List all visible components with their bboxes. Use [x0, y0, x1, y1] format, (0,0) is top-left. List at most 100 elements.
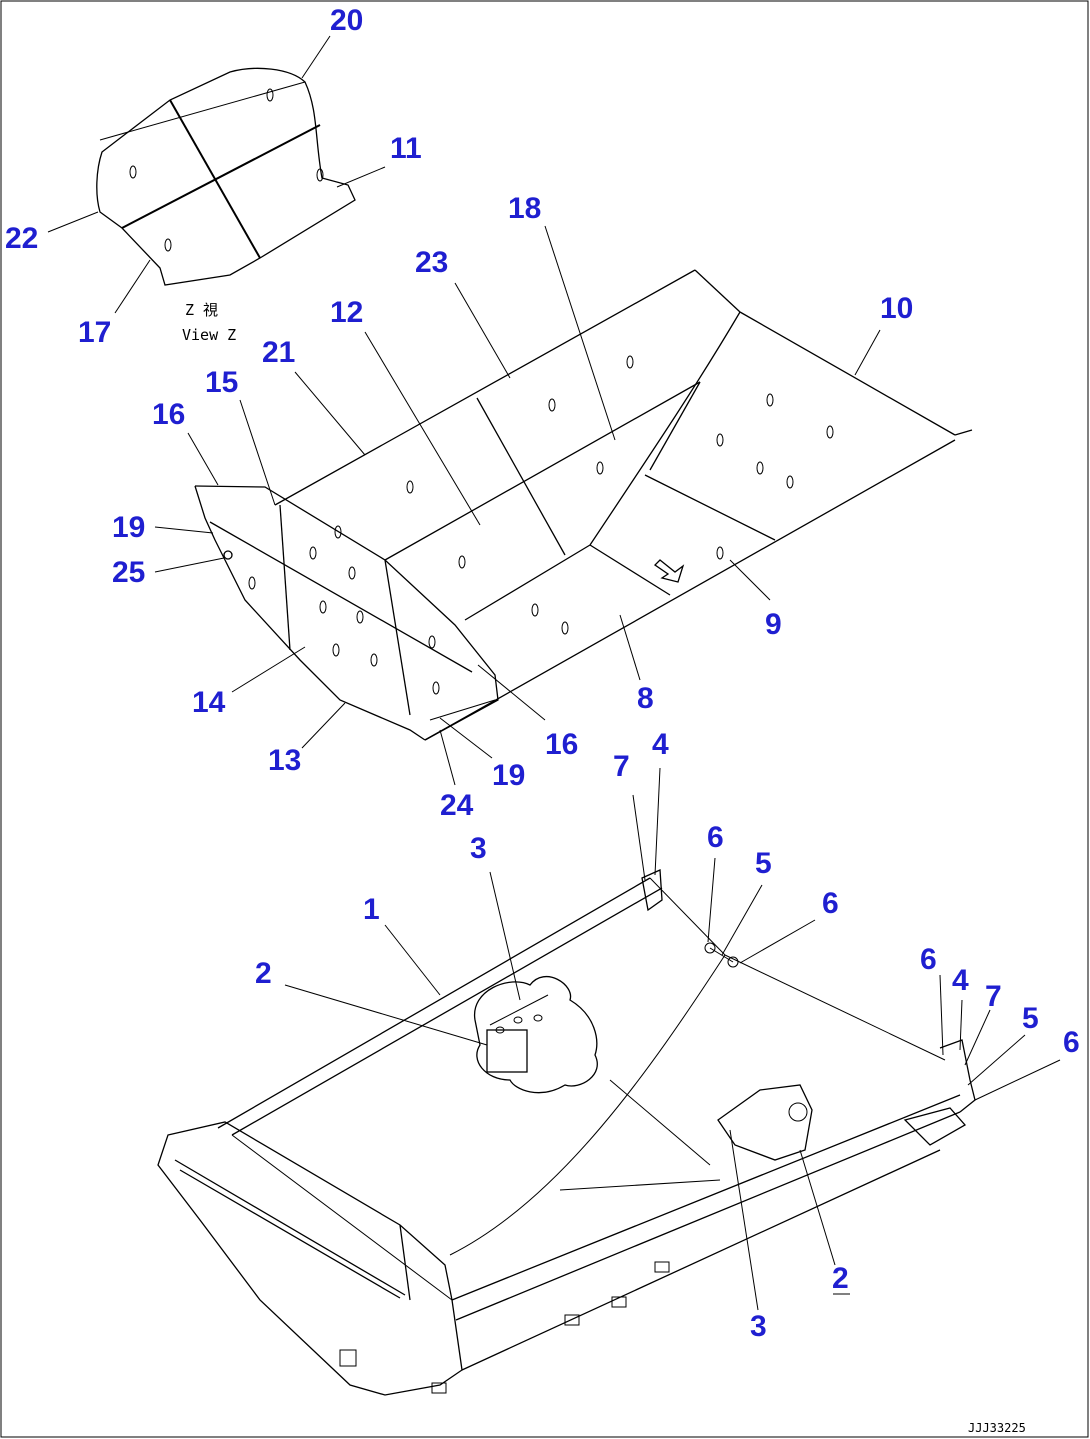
- bolt-hole: [316, 168, 324, 182]
- leader-19b: [439, 717, 493, 759]
- leader-8: [619, 614, 641, 681]
- callout-10: 10: [880, 292, 913, 325]
- leader-19a: [154, 526, 214, 534]
- leader-20: [301, 35, 331, 79]
- callout-19b: 19: [492, 759, 525, 792]
- bolt-hole: [164, 238, 172, 252]
- callout-20: 20: [330, 4, 363, 37]
- leader-16a: [187, 432, 219, 486]
- inner-side-top: [384, 381, 701, 561]
- callout-5b: 5: [1022, 1002, 1039, 1035]
- callout-18: 18: [508, 192, 541, 225]
- floor-curve: [449, 954, 726, 1256]
- floor-panel-line: [644, 474, 776, 541]
- callout-3a: 3: [470, 832, 487, 865]
- bolt-hole: [531, 603, 539, 617]
- front-wall-div-1: [279, 504, 291, 651]
- view-z-edge: [99, 81, 306, 141]
- mount-plate: [489, 994, 549, 1026]
- leader-lines: [47, 35, 1061, 1311]
- lower-body-frame: [157, 869, 976, 1396]
- bolt-hole: [716, 433, 724, 447]
- callout-16a: 16: [152, 398, 185, 431]
- leader-16b: [477, 664, 546, 721]
- pad: [431, 1382, 447, 1394]
- floor-seam: [559, 1179, 721, 1191]
- leader-5a: [721, 884, 763, 956]
- leader-21: [294, 371, 366, 456]
- right-tip: [954, 429, 973, 436]
- callout-24: 24: [440, 789, 474, 822]
- view-z-arrow-icon: [653, 559, 685, 583]
- right-panel-curve: [589, 311, 741, 546]
- leader-1: [384, 924, 441, 996]
- callout-23: 23: [415, 246, 448, 279]
- leader-22: [47, 211, 99, 233]
- bolt-part-25: [223, 550, 233, 560]
- callout-4a: 4: [652, 728, 669, 761]
- bolt-hole: [432, 681, 440, 695]
- front-box-mid: [174, 1159, 406, 1296]
- bolt-hole: [348, 566, 356, 580]
- callout-6d: 6: [1063, 1026, 1080, 1059]
- callout-12: 12: [330, 296, 363, 329]
- bolt-hole: [561, 621, 569, 635]
- bolt-hole: [766, 393, 774, 407]
- callout-14: 14: [192, 686, 226, 719]
- top-edge-corner: [694, 269, 741, 313]
- callout-2b: 2: [832, 1262, 849, 1295]
- floor-panel-line-2: [589, 544, 671, 596]
- callout-17: 17: [78, 316, 111, 349]
- pad: [654, 1261, 670, 1273]
- leader-2a: [284, 984, 488, 1046]
- bolt-hole: [548, 398, 556, 412]
- leader-5b: [967, 1034, 1026, 1086]
- callout-6b: 6: [822, 887, 839, 920]
- callout-1: 1: [363, 893, 380, 926]
- floor-seam-2: [609, 1079, 711, 1166]
- left-post: [641, 869, 663, 912]
- bolt-hole: [248, 576, 256, 590]
- leader-14: [231, 646, 306, 693]
- floor-back-line: [724, 954, 946, 1061]
- floor-front-line: [231, 1134, 453, 1301]
- bolt-hole: [428, 635, 436, 649]
- callout-5a: 5: [755, 847, 772, 880]
- upper-liner-assembly: [194, 269, 973, 741]
- view-z-plate-outline: [96, 67, 356, 286]
- left-rail-top: [217, 877, 651, 1129]
- leader-4b: [959, 999, 963, 1051]
- leader-7b: [964, 1009, 991, 1066]
- view-z-detail: Z 視 View Z: [96, 67, 356, 344]
- callout-2a: 2: [255, 957, 272, 990]
- leader-6b: [739, 919, 816, 964]
- bolt-hole: [716, 546, 724, 560]
- bottom-rail-inner: [455, 1111, 961, 1321]
- view-z-label-en: View Z: [182, 326, 236, 344]
- bolt-hole: [334, 525, 342, 539]
- bolt-hole: [826, 425, 834, 439]
- callout-19a: 19: [112, 511, 145, 544]
- floor-corner: [649, 877, 726, 956]
- leader-3b: [729, 1129, 759, 1311]
- bolt-hole: [356, 610, 364, 624]
- leader-6c: [939, 974, 944, 1056]
- pad: [564, 1314, 580, 1326]
- drawing-code: JJJ33225: [968, 1421, 1026, 1435]
- leader-25: [154, 557, 225, 573]
- right-bracket: [903, 1107, 967, 1146]
- front-lip: [429, 699, 496, 721]
- front-box-mid2: [179, 1169, 401, 1299]
- top-edge: [274, 269, 696, 506]
- front-box: [157, 1121, 463, 1396]
- leader-13: [301, 702, 346, 749]
- callout-16b: 16: [545, 728, 578, 761]
- leader-9: [729, 559, 771, 601]
- bolt-hole: [495, 1026, 505, 1034]
- front-wall-div-2: [384, 559, 411, 716]
- callout-6a: 6: [707, 821, 724, 854]
- inner-seam: [476, 397, 566, 556]
- leader-23: [454, 282, 511, 379]
